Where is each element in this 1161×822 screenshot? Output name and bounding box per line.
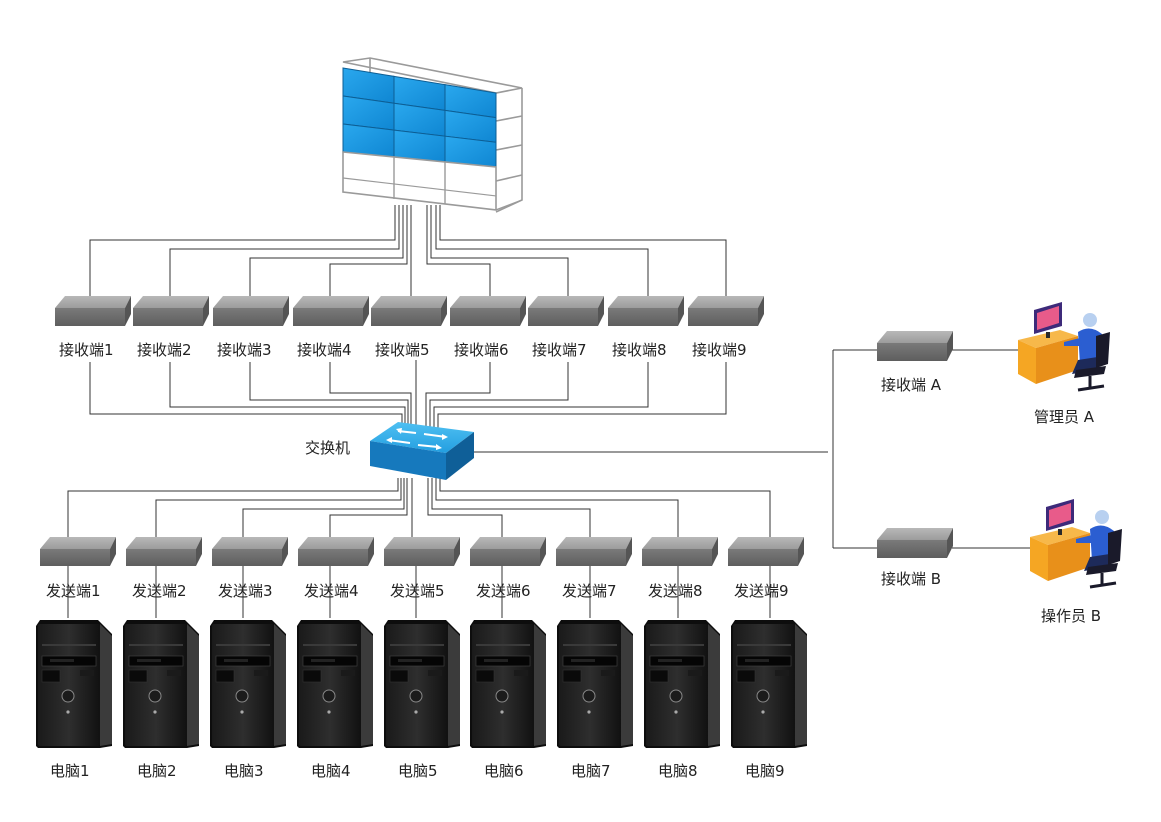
operator-workstation-icon-admin-a (1018, 302, 1110, 392)
receiver-label-9: 接收端9 (692, 341, 747, 359)
wall-line-8 (435, 205, 649, 300)
computer-label-9: 电脑9 (745, 762, 785, 780)
sender-label-8: 发送端8 (648, 582, 703, 600)
receiver-box-8 (608, 296, 684, 326)
receiver-label-4: 接收端4 (297, 341, 352, 359)
switch-send-line-9 (439, 478, 771, 540)
receiver-label-8: 接收端8 (612, 341, 667, 359)
recv-switch-line-2 (169, 362, 406, 428)
receiver-label-6: 接收端6 (454, 341, 509, 359)
recv-switch-line-7 (429, 362, 569, 428)
operator-b-label: 操作员 B (1041, 607, 1101, 625)
receiver-a-label: 接收端 A (881, 376, 942, 394)
sender-box-5 (384, 537, 460, 566)
computer-label-7: 电脑7 (571, 762, 611, 780)
switch-send-line-3 (242, 478, 405, 540)
recv-switch-line-6 (425, 362, 491, 428)
switch-send-line-4 (329, 478, 408, 540)
pc-tower-icon-2 (123, 620, 199, 748)
sender-box-7 (556, 537, 632, 566)
wall-line-7 (430, 205, 569, 300)
receiver-box-5 (371, 296, 447, 326)
receiver-box-b (877, 528, 953, 558)
sender-box-6 (470, 537, 546, 566)
sender-label-5: 发送端5 (390, 582, 445, 600)
computer-label-4: 电脑4 (311, 762, 351, 780)
receiver-box-1 (55, 296, 131, 326)
sender-label-4: 发送端4 (304, 582, 359, 600)
computer-label-1: 电脑1 (50, 762, 90, 780)
sender-box-2 (126, 537, 202, 566)
receiver-box-7 (528, 296, 604, 326)
sender-label-1: 发送端1 (46, 582, 101, 600)
receiver-label-5: 接收端5 (375, 341, 430, 359)
pc-tower-icon-9 (731, 620, 807, 748)
receiver-box-6 (450, 296, 526, 326)
receiver-label-3: 接收端3 (217, 341, 272, 359)
pc-tower-icon-4 (297, 620, 373, 748)
computer-label-6: 电脑6 (484, 762, 524, 780)
wall-line-6 (426, 205, 491, 300)
receiver-b-label: 接收端 B (881, 570, 941, 588)
sender-label-7: 发送端7 (562, 582, 617, 600)
video-wall-icon (342, 57, 523, 213)
sender-box-3 (212, 537, 288, 566)
computer-label-5: 电脑5 (398, 762, 438, 780)
recv-switch-line-9 (437, 362, 727, 428)
switch-label: 交换机 (305, 439, 350, 457)
wall-line-1 (89, 205, 396, 300)
pc-tower-icon-6 (470, 620, 546, 748)
computer-row: 电脑1 电脑2 电脑3 电脑4 电脑5 电脑6 电脑7 电脑8 电脑9 (36, 620, 807, 780)
switch-send-line-2 (155, 478, 402, 540)
wall-line-4 (329, 205, 408, 300)
receiver-box-3 (213, 296, 289, 326)
sender-box-9 (728, 537, 804, 566)
switch-send-line-1 (67, 478, 399, 540)
receiver-box-4 (293, 296, 369, 326)
network-switch-icon (370, 422, 474, 480)
admin-a-label: 管理员 A (1034, 408, 1095, 426)
computer-label-8: 电脑8 (658, 762, 698, 780)
recv-switch-line-8 (433, 362, 649, 428)
sender-row: 发送端1 发送端2 发送端3 发送端4 发送端5 发送端6 发送端7 发送端8 发送端9 (40, 537, 804, 600)
receiver-row: 接收端1 接收端2 接收端3 接收端4 接收端5 接收端6 接收端7 接收端8 接收端9 (55, 296, 764, 359)
remote-stations (877, 302, 1122, 589)
pc-tower-icon-3 (210, 620, 286, 748)
pc-tower-icon-7 (557, 620, 633, 748)
operator-workstation-icon-operator-b (1030, 499, 1122, 589)
receiver-box-2 (133, 296, 209, 326)
recv-switch-line-3 (249, 362, 409, 428)
recv-switch-line-4 (329, 362, 412, 428)
sender-box-4 (298, 537, 374, 566)
computer-label-3: 电脑3 (224, 762, 264, 780)
recv-switch-line-1 (89, 362, 403, 428)
sender-box-8 (642, 537, 718, 566)
receiver-label-1: 接收端1 (59, 341, 114, 359)
computer-label-2: 电脑2 (137, 762, 177, 780)
pc-tower-icon-1 (36, 620, 112, 748)
sender-label-3: 发送端3 (218, 582, 273, 600)
sender-label-2: 发送端2 (132, 582, 187, 600)
sender-box-1 (40, 537, 116, 566)
wall-line-2 (169, 205, 400, 300)
switch-send-line-8 (435, 478, 679, 540)
receiver-box-a (877, 331, 953, 361)
switch-send-line-7 (431, 478, 591, 540)
connection-lines (67, 205, 1032, 618)
pc-tower-icon-5 (384, 620, 460, 748)
pc-tower-icon-8 (644, 620, 720, 748)
sender-label-9: 发送端9 (734, 582, 789, 600)
receiver-label-7: 接收端7 (532, 341, 587, 359)
wall-line-3 (249, 205, 404, 300)
receiver-label-2: 接收端2 (137, 341, 192, 359)
receiver-box-9 (688, 296, 764, 326)
wall-line-9 (439, 205, 727, 300)
sender-label-6: 发送端6 (476, 582, 531, 600)
switch-send-line-6 (427, 478, 503, 540)
